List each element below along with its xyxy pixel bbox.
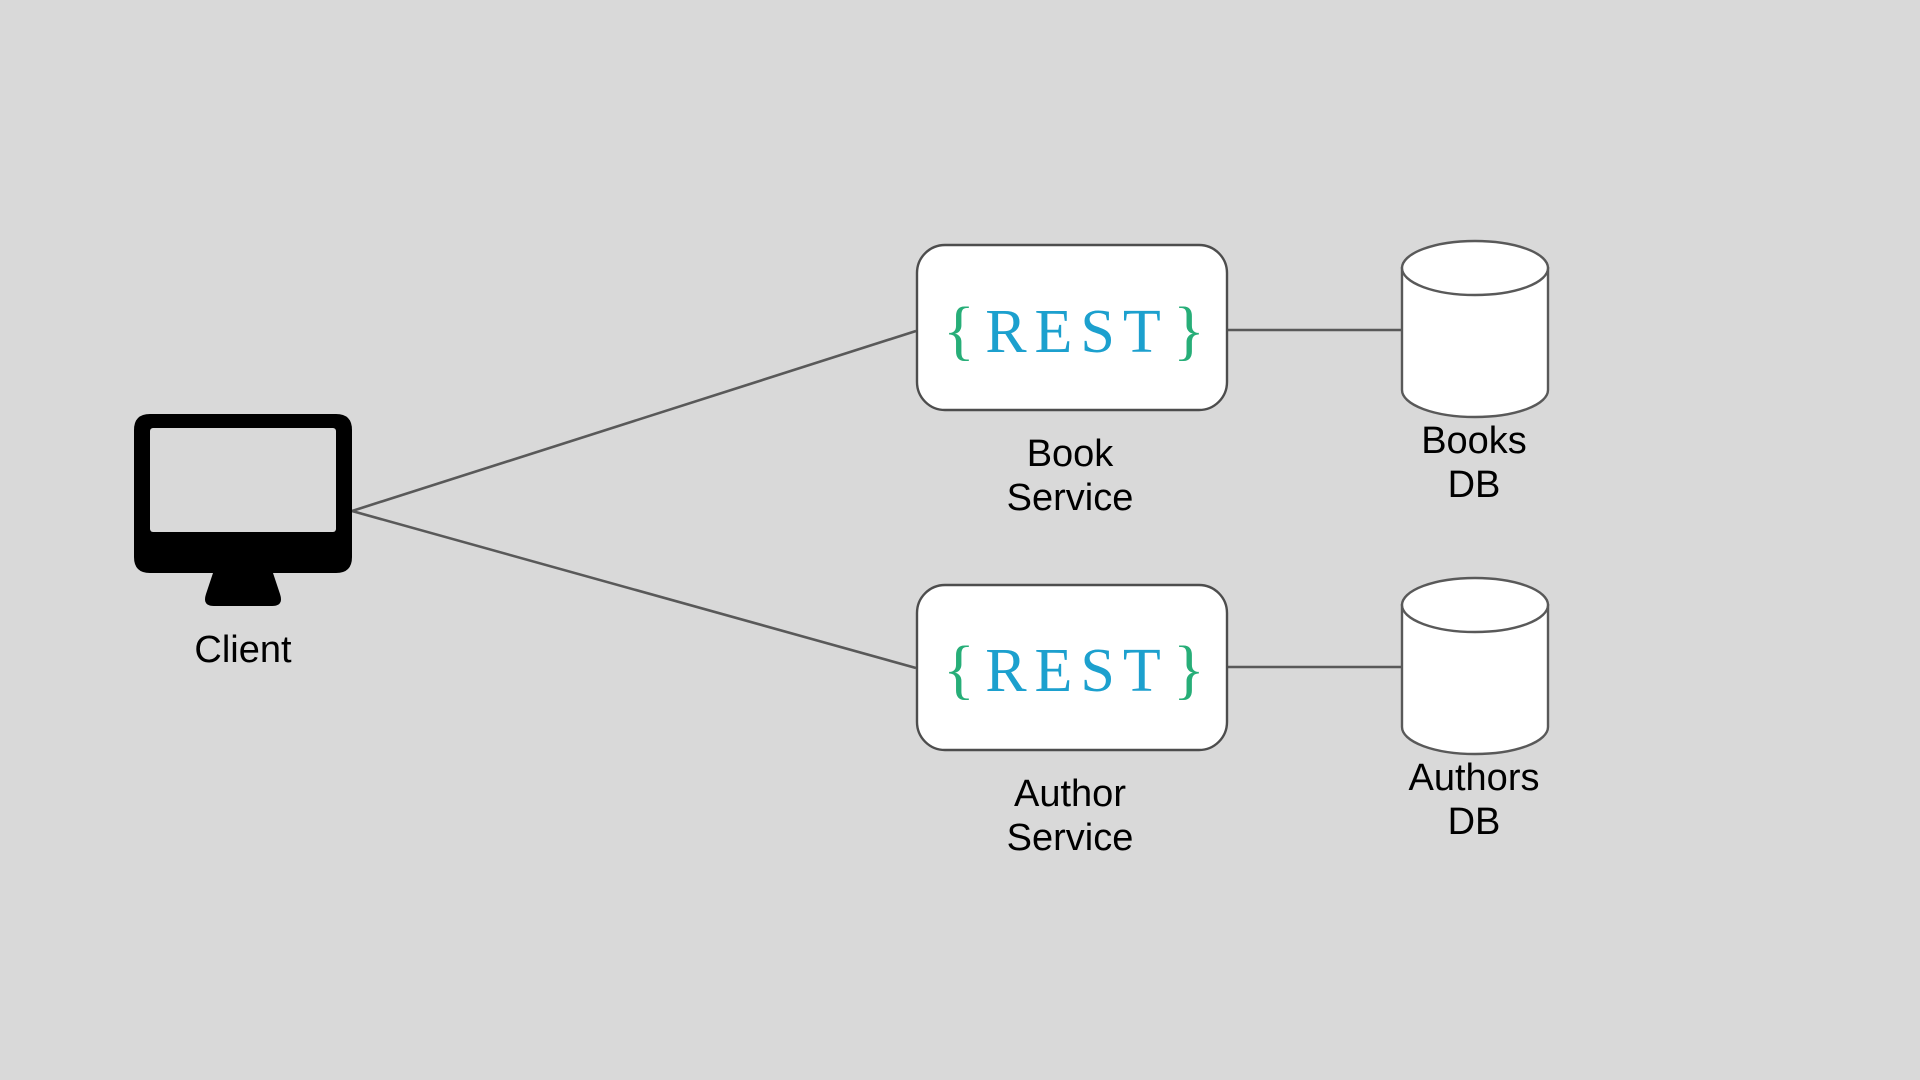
books-db-node[interactable]: Books DB (1400, 239, 1550, 506)
rest-brace-close-icon: } (1173, 633, 1205, 706)
monitor-screen (150, 428, 336, 532)
monitor-stand (205, 573, 281, 606)
book-service-box[interactable] (915, 243, 1229, 412)
db-cylinder-body (1400, 266, 1550, 419)
rest-brace-open-icon: { (943, 633, 975, 706)
authors-db-label-line1: Authors (1409, 757, 1540, 799)
author-service-box[interactable] (915, 583, 1229, 752)
authors-db-node[interactable]: Authors DB (1400, 576, 1550, 843)
client-node[interactable]: Client (134, 414, 352, 671)
rest-logo-author: { REST } (943, 633, 1205, 706)
book-service-node[interactable]: { REST } Book Service (915, 243, 1229, 519)
rest-logo-text: REST (985, 637, 1169, 705)
author-service-label-line1: Author (1014, 773, 1126, 815)
rest-logo-text: REST (985, 298, 1169, 366)
edge-client-to-author-service (351, 509, 917, 670)
db-cylinder-top (1400, 239, 1550, 297)
books-db-label-line1: Books (1421, 420, 1527, 462)
book-service-label-line2: Service (1007, 477, 1134, 519)
database-cylinder-icon (1400, 239, 1550, 419)
rest-brace-open-icon: { (943, 294, 975, 367)
books-db-label-line2: DB (1448, 464, 1501, 506)
author-service-label-line2: Service (1007, 817, 1134, 859)
edge-group (351, 328, 1402, 670)
book-service-label-line1: Book (1027, 433, 1115, 475)
edge-client-to-book-service (351, 329, 917, 513)
database-cylinder-icon (1400, 576, 1550, 756)
db-cylinder-top (1400, 576, 1550, 634)
rest-brace-close-icon: } (1173, 294, 1205, 367)
authors-db-label-line2: DB (1448, 801, 1501, 843)
desktop-monitor-icon (134, 414, 352, 606)
db-cylinder-body (1400, 603, 1550, 756)
rest-logo-book: { REST } (943, 294, 1205, 367)
client-label: Client (194, 629, 292, 671)
author-service-node[interactable]: { REST } Author Service (915, 583, 1229, 859)
